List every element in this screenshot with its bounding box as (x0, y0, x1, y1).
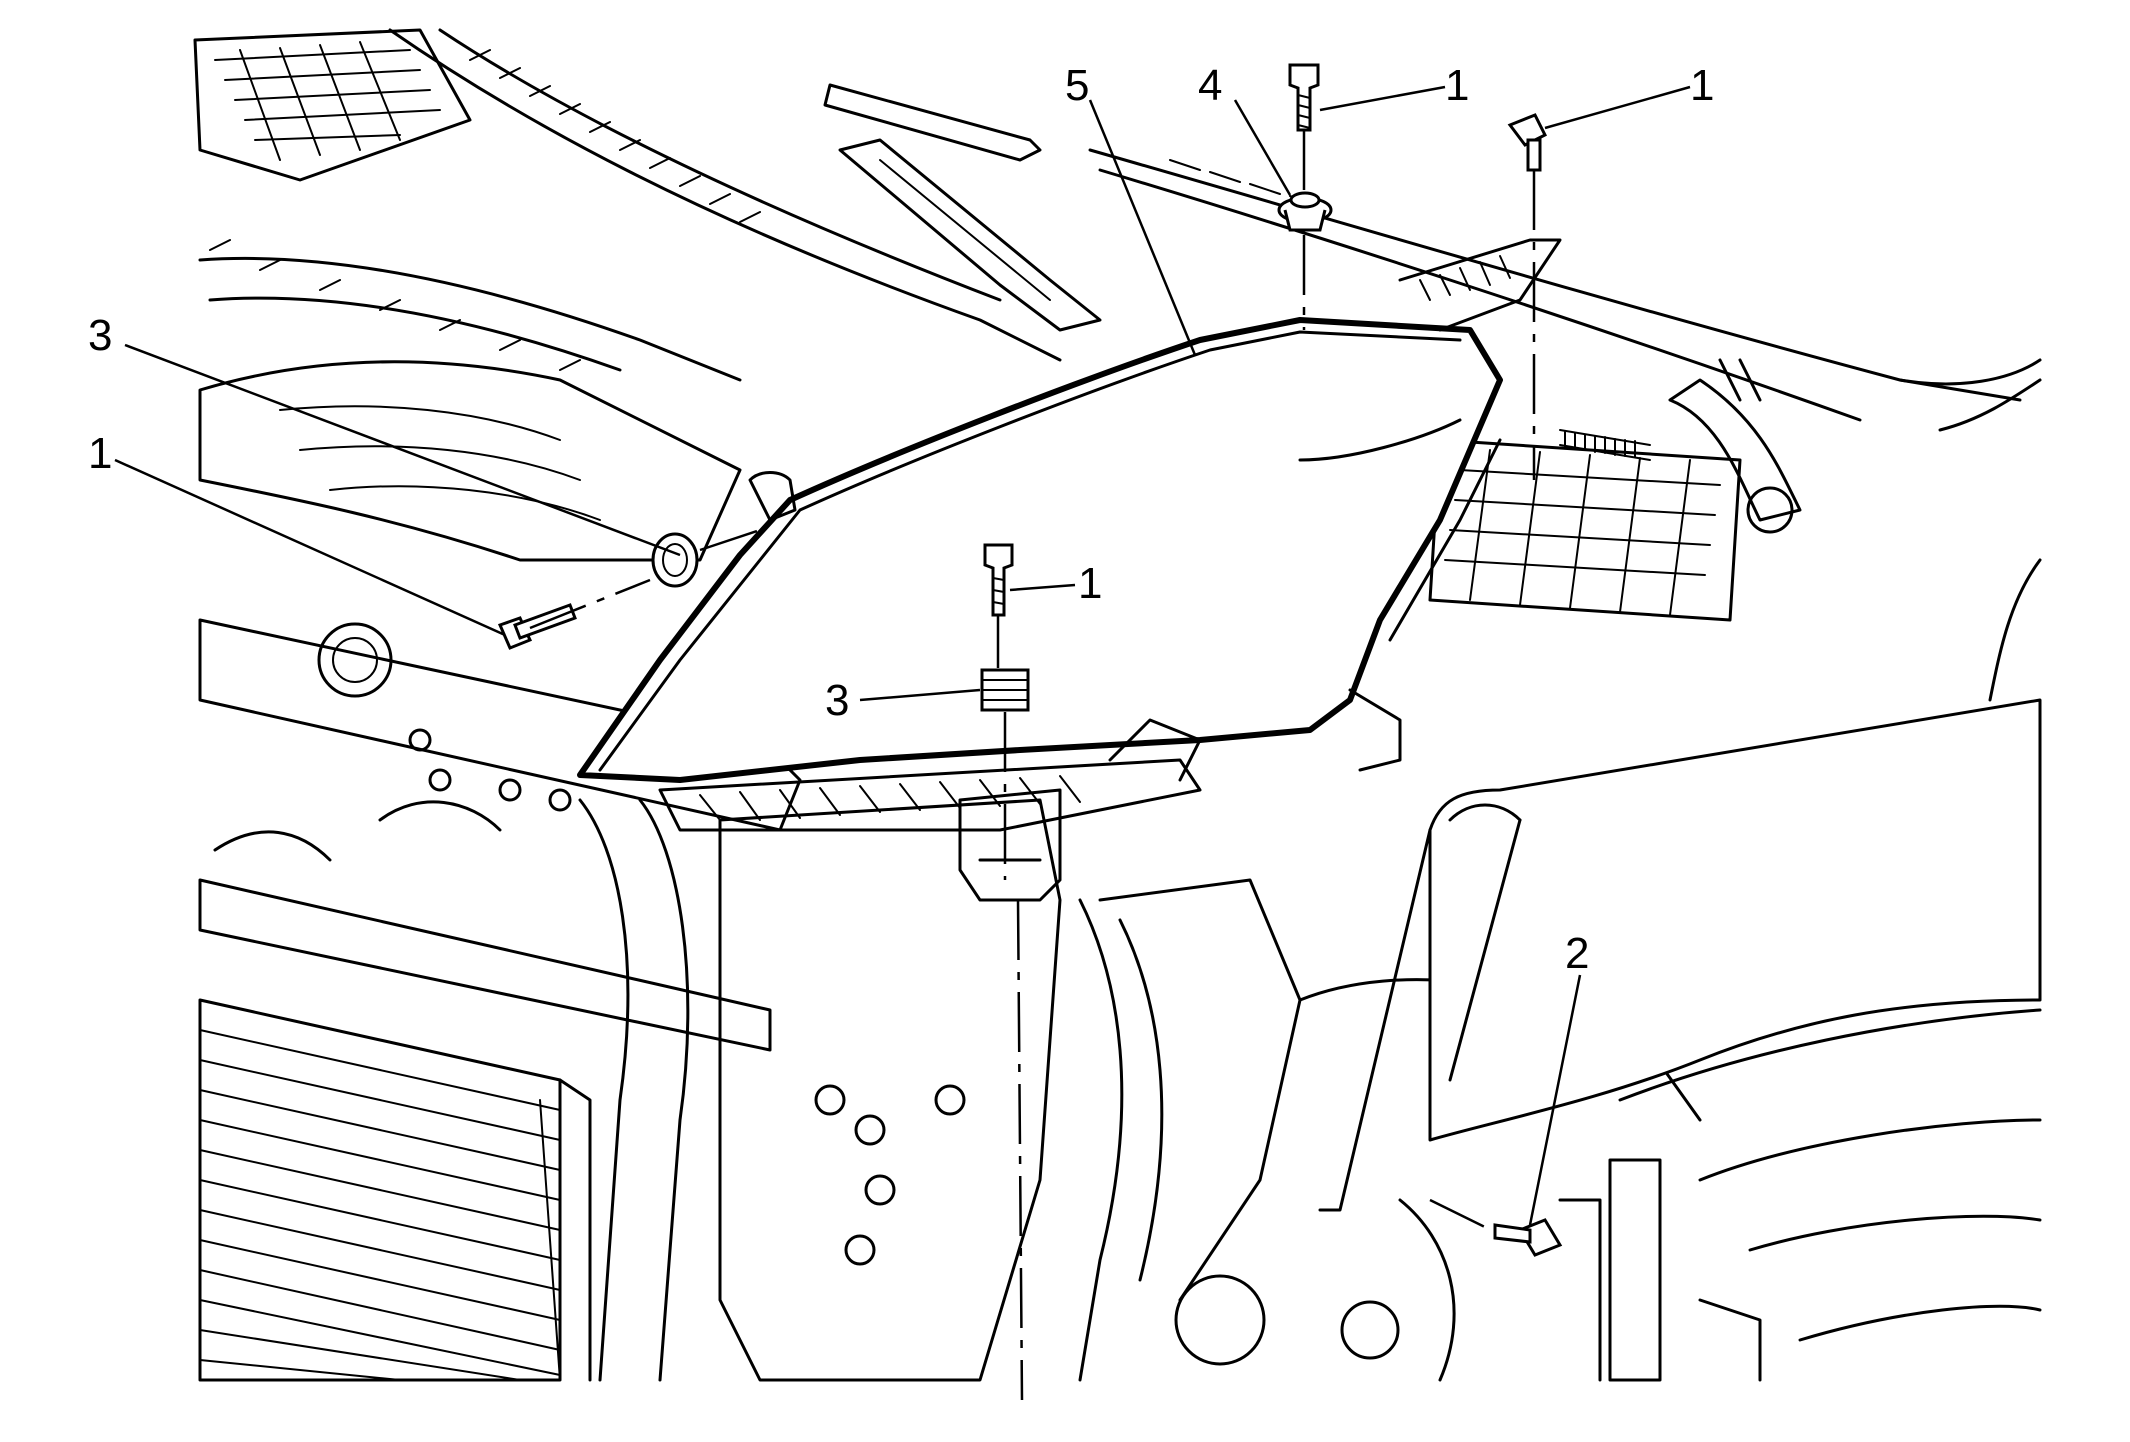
callout-1-middle: 1 (1078, 559, 1102, 608)
callout-labels: 1 1 4 5 3 1 1 3 2 (88, 61, 1714, 978)
fender-upper-edge (1088, 148, 2042, 422)
washer-hose (1668, 358, 1802, 534)
callout-1-top-center: 1 (1445, 61, 1469, 110)
clip-nut-left (651, 532, 699, 588)
callout-1-top-right: 1 (1690, 61, 1714, 110)
callout-2: 2 (1565, 929, 1589, 978)
callout-5: 5 (1065, 61, 1089, 110)
clip-nut-middle (980, 668, 1030, 712)
callout-4: 4 (1198, 61, 1222, 110)
assembly-lines (529, 130, 1536, 1401)
radiator-fins (198, 998, 592, 1382)
callout-1-left: 1 (88, 429, 112, 478)
fender-panel (1318, 378, 2042, 1212)
bolt-top-right (1507, 113, 1548, 172)
callout-3-left: 3 (88, 311, 112, 360)
engine-cover (198, 239, 742, 562)
headlamp-assembly (577, 238, 1562, 902)
wiper-arm (823, 83, 1102, 332)
right-vent-grid (1428, 429, 1742, 622)
mount-panel (578, 798, 1302, 1382)
bolt-left (497, 603, 577, 650)
leader-lines (114, 85, 1691, 1226)
grommet-item4 (1277, 191, 1333, 232)
bolt-item2 (1493, 1218, 1563, 1257)
cowl-grille (193, 28, 1062, 362)
bolt-top-center (1288, 63, 1320, 132)
callout-3-middle: 3 (825, 676, 849, 725)
bolt-middle (983, 543, 1014, 617)
